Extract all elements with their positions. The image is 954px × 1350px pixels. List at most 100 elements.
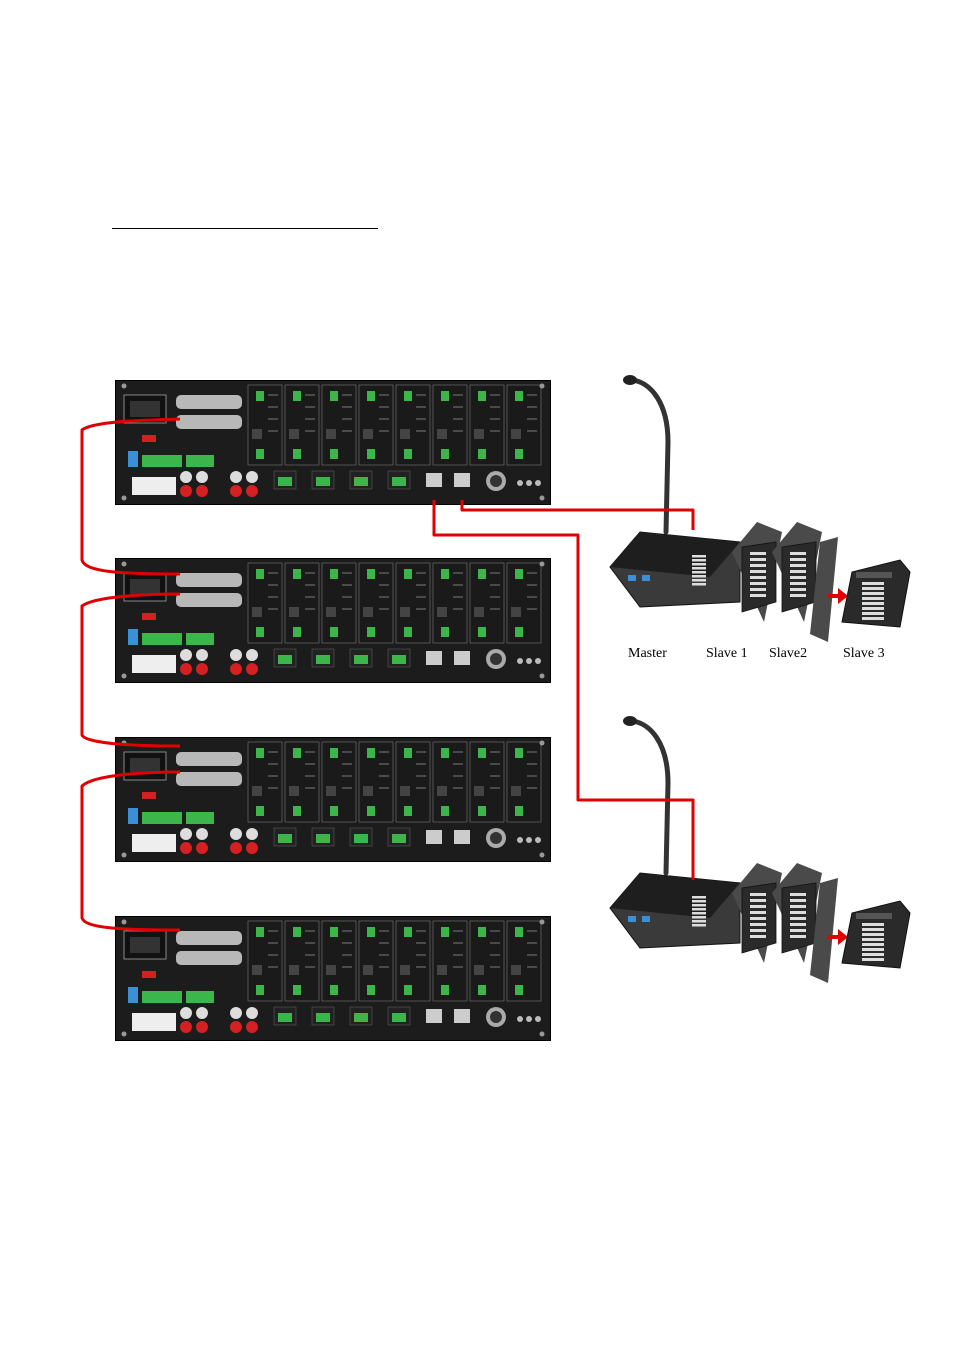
io-terminal [392, 655, 406, 664]
key-row [790, 558, 806, 561]
zone-module [359, 921, 393, 1001]
io-terminal [316, 477, 330, 486]
key-row [692, 896, 706, 899]
io-terminal [392, 477, 406, 486]
zone-module [322, 385, 356, 465]
gooseneck [632, 380, 668, 532]
zone-terminal-top [515, 569, 523, 579]
zone-terminal-bottom [515, 627, 523, 637]
master-button-blue [642, 916, 650, 922]
key-row [862, 607, 884, 610]
zone-terminal-top [478, 569, 486, 579]
rca-jack [230, 649, 242, 661]
rack-screw [122, 384, 127, 389]
zone-terminal-bottom [441, 449, 449, 459]
zone-terminal-bottom [293, 806, 301, 816]
rca-jack [196, 828, 208, 840]
zone-relay [437, 607, 447, 617]
terminal-block-mid [186, 633, 214, 645]
key-row [750, 564, 766, 567]
master-button-blue [628, 916, 636, 922]
zone-terminal-top [330, 391, 338, 401]
zone-relay [400, 965, 410, 975]
rca-jack [180, 1007, 192, 1019]
rca-jack-red [180, 485, 192, 497]
key-row [692, 563, 706, 566]
zone-relay [289, 965, 299, 975]
rca-jack-red [180, 842, 192, 854]
key-row [862, 602, 884, 605]
zone-terminal-bottom [330, 627, 338, 637]
db25-connector-bottom [176, 415, 242, 429]
key-row [692, 904, 706, 907]
zone-terminal-bottom [404, 806, 412, 816]
zone-terminal-top [293, 391, 301, 401]
zone-module [322, 563, 356, 643]
key-row [790, 899, 806, 902]
trim-knob [526, 480, 532, 486]
zone-module [433, 385, 467, 465]
rca-jack [246, 649, 258, 661]
zone-relay [511, 786, 521, 796]
rca-jack [230, 471, 242, 483]
key-row [862, 587, 884, 590]
rca-jack-red [180, 663, 192, 675]
zone-terminal-bottom [404, 449, 412, 459]
key-row [750, 558, 766, 561]
zone-relay [400, 607, 410, 617]
rca-jack-red [230, 842, 242, 854]
rca-jack-red [230, 663, 242, 675]
zone-relay [363, 786, 373, 796]
terminal-block-left [142, 455, 182, 467]
zone-relay [326, 607, 336, 617]
key-row [790, 576, 806, 579]
rca-jack-red [196, 663, 208, 675]
certification-label [132, 655, 176, 673]
zone-terminal-bottom [367, 627, 375, 637]
rca-jack-red [230, 1021, 242, 1033]
amplifier-rack-3 [115, 737, 551, 862]
power-socket [130, 401, 160, 417]
db25-connector-bottom [176, 772, 242, 786]
key-row [790, 905, 806, 908]
rca-jack-red [246, 1021, 258, 1033]
zone-relay [363, 965, 373, 975]
master-button-blue [628, 575, 636, 581]
zone-terminal-bottom [478, 806, 486, 816]
gooseneck [632, 721, 668, 873]
io-terminal [278, 1013, 292, 1022]
zone-module [322, 742, 356, 822]
io-terminal [316, 1013, 330, 1022]
key-row [862, 938, 884, 941]
zone-relay [289, 429, 299, 439]
key-row [750, 552, 766, 555]
zone-relay [437, 786, 447, 796]
key-row [750, 899, 766, 902]
zone-module [396, 921, 430, 1001]
zone-terminal-bottom [367, 985, 375, 995]
zone-module [248, 921, 282, 1001]
key-row [692, 920, 706, 923]
xlr-core [490, 653, 502, 665]
zone-terminal-bottom [478, 985, 486, 995]
key-row [790, 582, 806, 585]
zone-relay [474, 786, 484, 796]
paging-port-2 [454, 830, 470, 844]
rca-jack [246, 1007, 258, 1019]
zone-relay [474, 429, 484, 439]
key-row [692, 583, 706, 586]
key-row [750, 588, 766, 591]
key-row [862, 592, 884, 595]
zone-terminal-top [256, 927, 264, 937]
rack-screw [122, 741, 127, 746]
zone-terminal-top [367, 927, 375, 937]
zone-module [470, 563, 504, 643]
db25-connector-top [176, 931, 242, 945]
io-terminal [278, 655, 292, 664]
rack-screw [540, 562, 545, 567]
key-row [862, 948, 884, 951]
zone-terminal-bottom [515, 985, 523, 995]
zone-relay [289, 607, 299, 617]
rack-screw [122, 853, 127, 858]
io-terminal [392, 834, 406, 843]
